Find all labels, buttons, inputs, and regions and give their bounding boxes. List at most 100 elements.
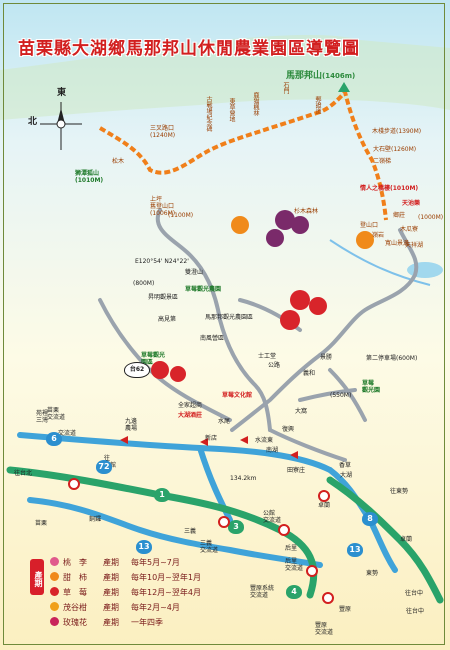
harvest-legend: 產期 桃 李產期每年5月~7月甜 柿產期每年10月~翌年1月草 莓產期每年12月… bbox=[30, 553, 216, 636]
jinbao-label: 景勝 bbox=[320, 354, 333, 361]
river bbox=[329, 239, 431, 286]
route-r3-shield: 3 bbox=[228, 520, 244, 534]
fruit-icon bbox=[50, 617, 59, 626]
legend-fruit: 甜 柿 bbox=[63, 573, 87, 582]
dashigong-label: 大石壁(1260M) bbox=[373, 146, 417, 153]
quanbao-label: 全家超商 bbox=[178, 402, 203, 409]
legend-type: 產期 bbox=[103, 618, 119, 627]
legend-row: 茂谷柑 產期 每年2月~4月 bbox=[50, 602, 180, 613]
muli-label: 木瓜寮 bbox=[400, 226, 419, 233]
gaozhu-label: 高見第 bbox=[158, 316, 177, 323]
liyuan-label: 馬那邦觀光農園區 bbox=[205, 314, 254, 321]
tianhu-label: 天祥湖 bbox=[405, 242, 424, 249]
jiuyi-label: 九邊農場 bbox=[125, 418, 138, 432]
houlijc-label: 后里交流道 bbox=[285, 558, 304, 572]
fruit-icon bbox=[50, 557, 59, 566]
tianliao-label: 田寮庄 bbox=[287, 467, 306, 474]
route-r4-shield: 4 bbox=[286, 585, 302, 599]
miaoli-label: 苗栗 bbox=[35, 520, 48, 527]
qinglu-label: 情人之橋樓(1010M) bbox=[360, 185, 419, 192]
fox-mtn-label: 狮潭狐山(1010M) bbox=[75, 170, 104, 184]
dongxing-label: 第二停車場(600M) bbox=[366, 355, 418, 362]
nanfeng-label: 南風營區 bbox=[200, 335, 225, 342]
interchange-marker bbox=[278, 524, 290, 536]
nanhu-label: 南湖 bbox=[266, 447, 279, 454]
xinlin-label: 新店 bbox=[205, 435, 218, 442]
dayuan-label: 大窩 bbox=[295, 408, 308, 415]
fruit-icon bbox=[50, 572, 59, 581]
peak-name: 馬那邦山 bbox=[286, 71, 323, 81]
dengshan-label: 登山口 bbox=[360, 222, 379, 229]
zhuangde-label: 鄉莊 bbox=[393, 212, 406, 219]
shuiliu-label: 水流東 bbox=[255, 437, 274, 444]
legend-row: 甜 柿 產期 每年10月~翌年1月 bbox=[50, 572, 201, 583]
legend-fruit: 桃 李 bbox=[63, 558, 87, 567]
shangpinshan-label: 上坪舊登山口(1006M) bbox=[150, 196, 176, 217]
map-title: 苗栗縣大湖鄉馬那邦山休閒農業園區導覽圖 bbox=[18, 39, 360, 59]
dongshi-label: 東勢 bbox=[366, 570, 379, 577]
legend-type: 產期 bbox=[103, 573, 119, 582]
persimmons bbox=[231, 216, 374, 249]
gonglu2-label: (550M) bbox=[330, 392, 352, 399]
peak-marker bbox=[338, 82, 350, 92]
legend-season: 每年12月~翌年4月 bbox=[131, 588, 201, 597]
km-label: 134.2km bbox=[230, 475, 257, 482]
fuxing-label: 復興 bbox=[282, 426, 295, 433]
gushi-label: 古戰場紀念碑 bbox=[205, 96, 212, 132]
plums bbox=[266, 210, 309, 247]
toufen-label: 苑裡三灣 bbox=[36, 410, 49, 424]
sanyi-label: 三義 bbox=[184, 528, 197, 535]
legend-season: 每年2月~4月 bbox=[131, 603, 180, 612]
compass-east: 東 bbox=[57, 88, 67, 98]
route-r6-shield: 6 bbox=[46, 432, 62, 446]
peak-elevation: (1406m) bbox=[322, 72, 356, 80]
fengyuanjc-label: 豐原交流道 bbox=[315, 622, 334, 636]
legend-type: 產期 bbox=[103, 603, 119, 612]
route-r72-shield: 72 bbox=[96, 460, 112, 474]
toTaipei-label: 往台北 bbox=[14, 470, 33, 477]
legend-season: 一年四季 bbox=[131, 618, 163, 627]
legend-row: 玫瑰花 產期 一年四季 bbox=[50, 617, 163, 628]
damu-label: 木棧步道(1390M) bbox=[372, 128, 422, 135]
legend-season: 每年5月~7月 bbox=[131, 558, 180, 567]
legend-row: 草 莓 產期 每年12月~翌年4月 bbox=[50, 587, 201, 598]
legend-type: 產期 bbox=[103, 588, 119, 597]
shiming-label: 郵證道 bbox=[314, 96, 321, 114]
interchange-marker bbox=[218, 516, 230, 528]
compass-north: 北 bbox=[28, 117, 38, 127]
junction-arrows bbox=[120, 436, 298, 459]
legend-fruit: 草 莓 bbox=[63, 588, 87, 597]
legend-fruit: 茂谷柑 bbox=[63, 603, 87, 612]
dongjiang-label: 東草營地 bbox=[228, 98, 235, 122]
peak-label: 馬那邦山(1406m) bbox=[286, 68, 355, 81]
compass: 東 北 bbox=[28, 88, 82, 152]
coord-label: E120°54' N24°22' bbox=[135, 258, 189, 265]
interchange-marker bbox=[306, 565, 318, 577]
xiangnanjc-label: 苗栗交流道 bbox=[47, 407, 66, 421]
baiyun-label: 寬山景邊 bbox=[385, 240, 410, 247]
dahu-label: 大湖酒莊 bbox=[178, 412, 203, 419]
compass-icon bbox=[40, 102, 82, 150]
route-r13b-shield: 13 bbox=[347, 543, 363, 557]
highways bbox=[17, 432, 398, 573]
yuhong-label: (1100M) bbox=[168, 212, 194, 219]
jiayang-label: (1000M) bbox=[418, 214, 444, 221]
tianshui-label: 水尾 bbox=[218, 418, 231, 425]
toTaichung2-label: 往台中 bbox=[406, 608, 425, 615]
mountain-trail bbox=[98, 87, 388, 221]
zhuwei-label: 草莓觀光農園 bbox=[185, 286, 222, 293]
fengyuan-label: 豐原 bbox=[339, 606, 352, 613]
interchange-marker bbox=[322, 592, 334, 604]
route-r62-shield: 台62 bbox=[124, 362, 150, 378]
lingchong-label: 嶺岩 bbox=[372, 232, 385, 239]
shigongtang-label: 士工堂 bbox=[258, 353, 277, 360]
caolu-label: 草莓觀光園 bbox=[362, 380, 381, 394]
caomeikan-label: 草莓文化館 bbox=[222, 392, 253, 399]
toDongshi-label: 往東勢 bbox=[390, 488, 409, 495]
legend-season: 每年10月~翌年1月 bbox=[131, 573, 201, 582]
xifeng-label: 昇明觀景區 bbox=[148, 294, 179, 301]
route-r1-shield: 1 bbox=[154, 488, 170, 502]
legend-fruit: 玫瑰花 bbox=[63, 618, 87, 627]
interchange-marker bbox=[318, 490, 330, 502]
